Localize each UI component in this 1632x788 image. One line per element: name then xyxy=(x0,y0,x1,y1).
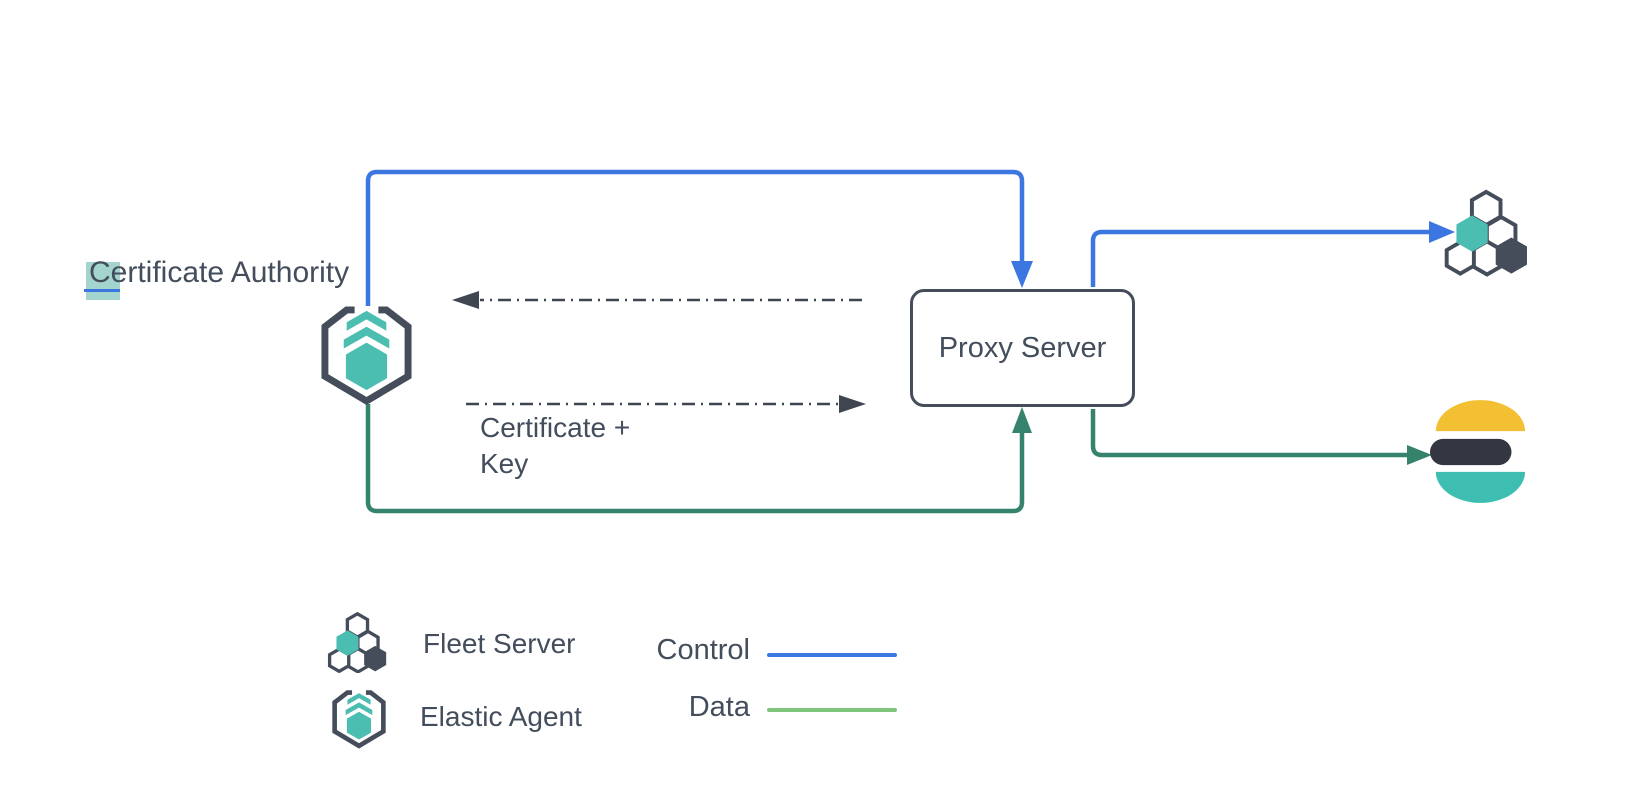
elastic-agent-icon xyxy=(321,306,412,406)
text-selection-highlight xyxy=(86,262,120,300)
arrowhead-right-icon xyxy=(839,395,866,413)
arrowhead-up-icon xyxy=(1012,407,1032,433)
legend-elastic-agent-label: Elastic Agent xyxy=(420,701,582,732)
certificate-authority-label: Certificate Authority xyxy=(89,256,349,290)
certificate-key-line1: Certificate + xyxy=(480,412,631,443)
arrowhead-right-icon xyxy=(1407,445,1432,465)
legend-data-label: Data xyxy=(688,691,750,723)
certificate-dashdot-left-arrow xyxy=(452,291,862,309)
certificate-key-annotation: Certificate + Key xyxy=(480,410,630,482)
certificate-authority-rest: ertificate Authority xyxy=(110,256,350,289)
fleet-server-icon xyxy=(327,611,387,673)
arrowhead-down-icon xyxy=(1011,261,1033,288)
control-line-proxy-to-fleet xyxy=(1090,221,1455,287)
text-cursor-underline xyxy=(84,289,120,292)
data-line-agent-to-proxy xyxy=(365,404,1032,514)
certificate-key-line2: Key xyxy=(480,448,529,479)
legend-data-line xyxy=(767,708,897,712)
legend-fleet-server-label: Fleet Server xyxy=(423,628,576,659)
elasticsearch-icon xyxy=(1430,400,1526,503)
elastic-agent-icon xyxy=(332,690,386,749)
proxy-server-node: Proxy Server xyxy=(910,289,1135,407)
fleet-server-icon xyxy=(1444,189,1527,277)
arrowhead-left-icon xyxy=(452,291,479,309)
legend-control-line xyxy=(767,653,897,657)
proxy-server-label: Proxy Server xyxy=(938,331,1107,364)
data-line-proxy-to-elasticsearch xyxy=(1090,409,1432,465)
certificate-authority-first-letter: C xyxy=(89,256,111,289)
legend-control-label: Control xyxy=(656,634,751,666)
control-line-agent-to-proxy xyxy=(365,169,1033,306)
